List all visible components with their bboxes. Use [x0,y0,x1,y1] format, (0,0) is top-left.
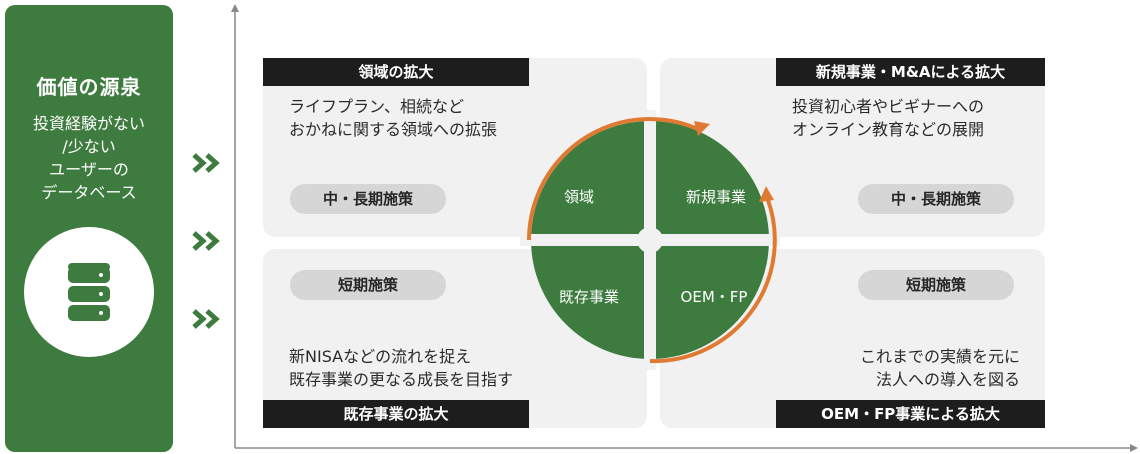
description-line: 既存事業の更なる成長を目指す [289,370,514,389]
y-axis-arrow-icon [231,4,239,12]
cycle-arrow-right-icon [759,186,774,202]
term-pill-top-right: 中・長期施策 [858,184,1014,214]
oem-fp-description: これまでの実績を元に 法人への導入を図る [860,345,1020,391]
description-line: オンライン教育などの展開 [792,120,985,139]
value-source-title: 価値の源泉 [36,75,142,99]
existing-business-description: 新NISAなどの流れを捉え 既存事業の更なる成長を目指す [289,345,513,391]
term-pill-bottom-right: 短期施策 [858,270,1014,300]
term-pill-top-left: 中・長期施策 [290,184,446,214]
cycle-arc-right [649,199,777,364]
description-line: 投資初心者やビギナーへの [792,97,985,116]
oem-fp-label: OEM・FP事業による拡大 [776,400,1045,428]
description-line: ライフプラン、相続など [289,97,465,116]
growth-cycle-circle [520,110,780,370]
x-axis-arrow-icon [1130,444,1138,452]
existing-business-label: 既存事業の拡大 [263,400,529,428]
segment-domain: 領域 [563,188,594,206]
value-source-desc-line: ユーザーの [49,160,129,179]
cycle-arrow-top-icon [694,121,710,136]
description-line: これまでの実績を元に [859,347,1020,366]
double-chevron-right-icon [192,309,220,329]
new-business-label: 新規事業・M&Aによる拡大 [776,58,1045,86]
segment-oem-fp: OEM・FP [680,288,748,306]
new-business-description: 投資初心者やビギナーへの オンライン教育などの展開 [792,95,984,141]
value-source-desc-line: データベース [41,183,137,202]
description-line: おかねに関する領域への拡張 [289,120,498,139]
description-line: 新NISAなどの流れを捉え [289,347,472,366]
database-badge [24,227,154,357]
value-source-description: 投資経験がない /少ない ユーザーの データベース [5,112,173,204]
value-source-desc-line: 投資経験がない [32,114,145,133]
domain-expansion-label: 領域の拡大 [263,58,529,86]
segment-existing-business: 既存事業 [558,288,619,306]
value-source-panel: 価値の源泉 投資経験がない /少ない ユーザーの データベース [5,5,173,452]
value-source-desc-line: /少ない [62,137,116,156]
double-chevron-right-icon [192,153,220,173]
term-pill-bottom-left: 短期施策 [290,270,446,300]
domain-expansion-description: ライフプラン、相続など おかねに関する領域への拡張 [289,95,497,141]
description-line: 法人への導入を図る [875,370,1020,389]
database-icon [68,263,110,321]
cycle-arc-top-left [527,117,651,241]
segment-new-business: 新規事業 [685,188,746,206]
circle-center [637,227,663,253]
double-chevron-right-icon [192,231,220,251]
